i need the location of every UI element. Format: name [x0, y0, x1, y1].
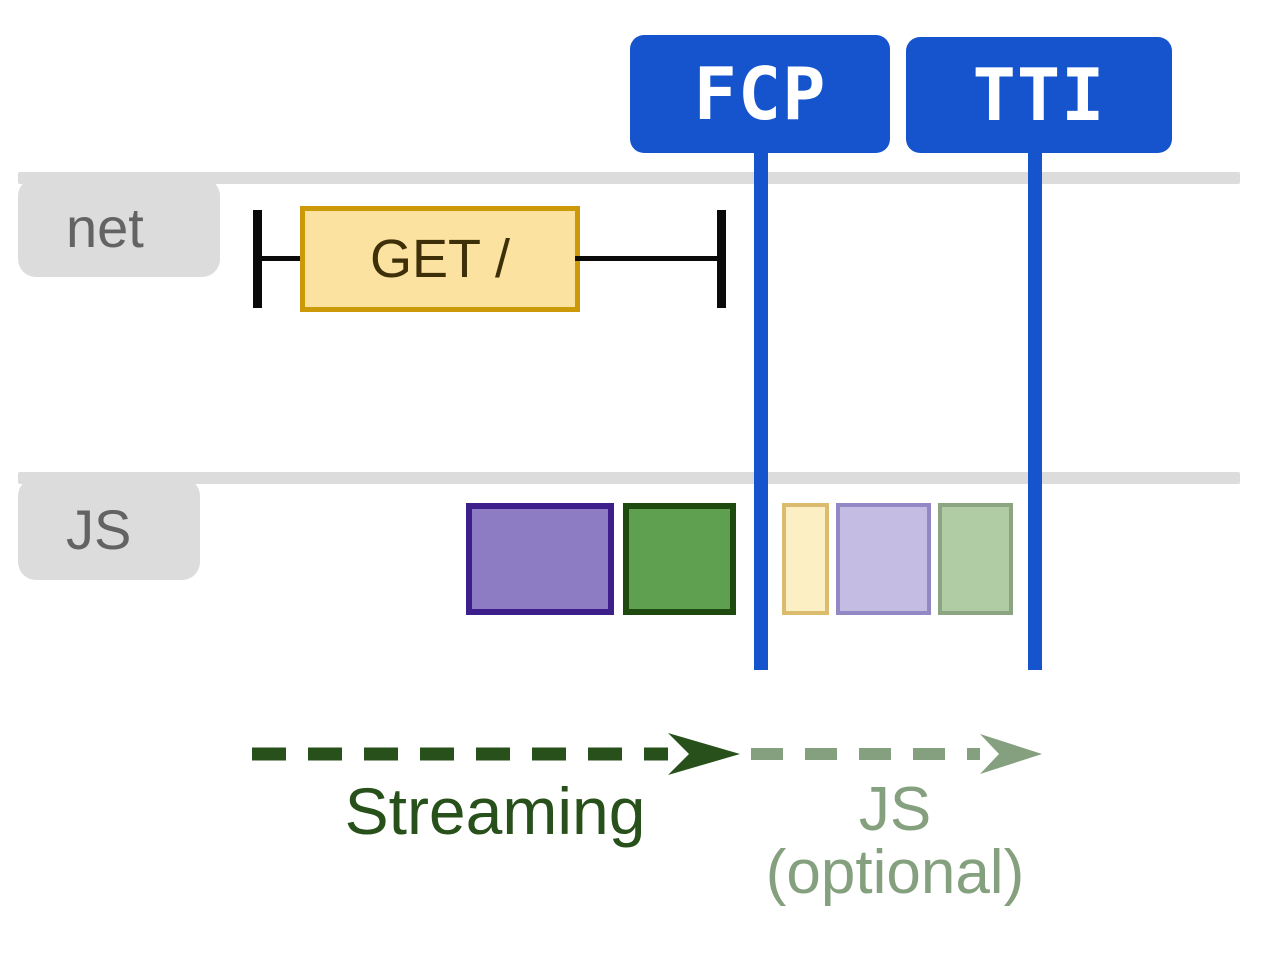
lane-label-js: JS — [18, 478, 200, 580]
streaming-caption: Streaming — [250, 777, 740, 845]
network-request-block[interactable]: GET / — [300, 206, 580, 312]
request-whisker-right — [575, 256, 721, 261]
js-optional-caption: JS (optional) — [730, 775, 1060, 908]
js-optional-arrow-icon — [748, 730, 1044, 778]
lane-label-net-text: net — [66, 196, 144, 259]
js-optional-caption-line1: JS — [858, 775, 932, 844]
streaming-arrow-icon — [248, 730, 743, 778]
js-task-block[interactable] — [782, 503, 829, 615]
lane-label-js-text: JS — [66, 497, 132, 561]
request-whisker-left — [257, 256, 307, 261]
fcp-marker-label: FCP — [693, 52, 827, 136]
fcp-marker-badge[interactable]: FCP — [630, 35, 890, 153]
js-task-block[interactable] — [836, 503, 931, 615]
js-task-block[interactable] — [938, 503, 1013, 615]
tti-marker-line — [1028, 140, 1042, 670]
tti-marker-label: TTI — [972, 53, 1106, 137]
js-task-block[interactable] — [623, 503, 736, 615]
streaming-caption-text: Streaming — [344, 774, 646, 848]
request-end-cap-icon — [717, 210, 726, 308]
tti-marker-badge[interactable]: TTI — [906, 37, 1172, 153]
fcp-marker-line — [754, 140, 768, 670]
network-request-label: GET / — [369, 229, 511, 289]
js-task-block[interactable] — [466, 503, 614, 615]
lane-rule-js — [18, 472, 1240, 484]
lane-label-net: net — [18, 178, 220, 277]
lane-rule-net — [18, 172, 1240, 184]
js-optional-caption-line2: (optional) — [765, 838, 1025, 908]
